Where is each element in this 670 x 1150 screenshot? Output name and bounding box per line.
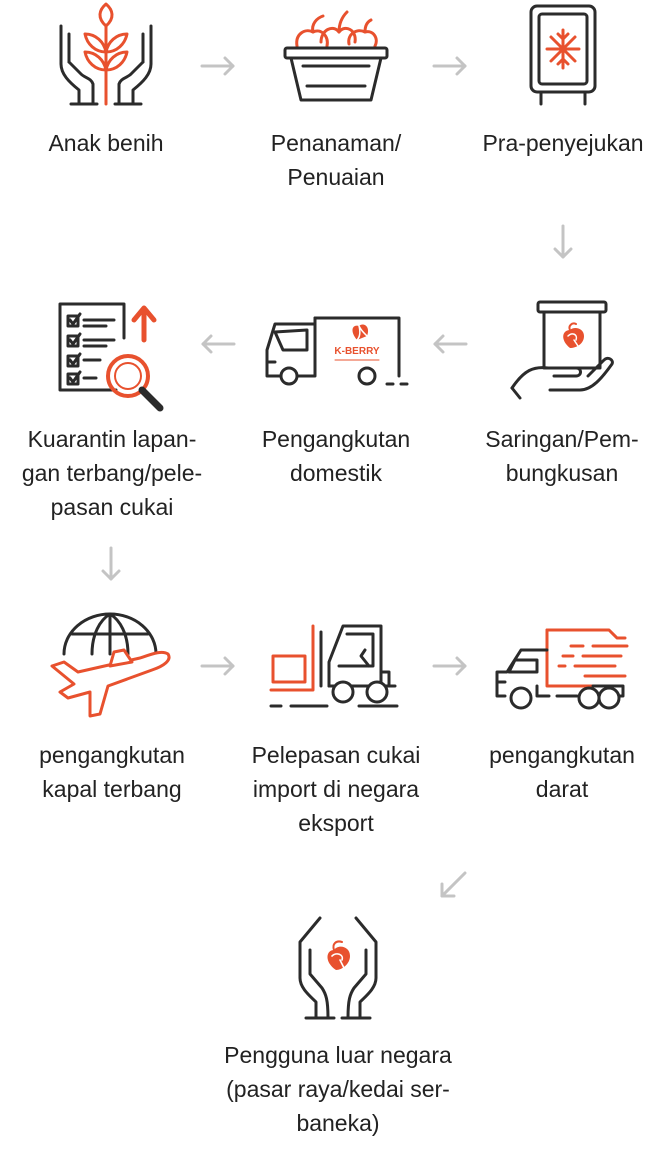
step-label: pengangkutan darat xyxy=(489,742,635,802)
hand-holding-box-icon xyxy=(510,298,614,402)
step-label: Pelepasan cukai import di negara eksport xyxy=(251,742,421,836)
arrow-left-icon xyxy=(432,334,468,354)
harvest-basket-icon xyxy=(281,8,391,106)
step-label: Penanaman/ Penuaian xyxy=(270,130,402,190)
step-label: Kuarantin lapan- gan terbang/pele- pasan… xyxy=(21,426,203,520)
refrigerator-snowflake-icon xyxy=(527,4,599,106)
arrow-right-icon xyxy=(432,56,468,76)
step-label: Pra-penyejukan xyxy=(482,130,644,156)
delivery-truck-icon: K-BERRY xyxy=(263,314,409,390)
svg-text:K-BERRY: K-BERRY xyxy=(334,346,380,357)
step-label: Pengguna luar negara (pasar raya/kedai s… xyxy=(224,1042,452,1136)
arrow-down-icon xyxy=(101,546,121,582)
step-label: pengangkutan kapal terbang xyxy=(39,742,185,802)
arrow-right-icon xyxy=(200,656,236,676)
arrow-left-icon xyxy=(200,334,236,354)
airplane-globe-icon xyxy=(48,612,176,718)
hands-strawberry-icon xyxy=(292,916,384,1022)
checklist-magnifier-icon xyxy=(56,300,168,414)
seedling-hands-icon xyxy=(51,2,161,110)
step-label: Pengangkutan domestik xyxy=(261,426,411,486)
arrow-down-icon xyxy=(553,224,573,260)
forklift-icon xyxy=(269,622,403,718)
arrow-right-icon xyxy=(200,56,236,76)
arrow-down-left-icon xyxy=(438,870,468,900)
step-label: Saringan/Pem- bungkusan xyxy=(485,426,639,486)
fast-truck-icon xyxy=(493,626,631,714)
arrow-right-icon xyxy=(432,656,468,676)
step-label: Anak benih xyxy=(48,130,164,156)
